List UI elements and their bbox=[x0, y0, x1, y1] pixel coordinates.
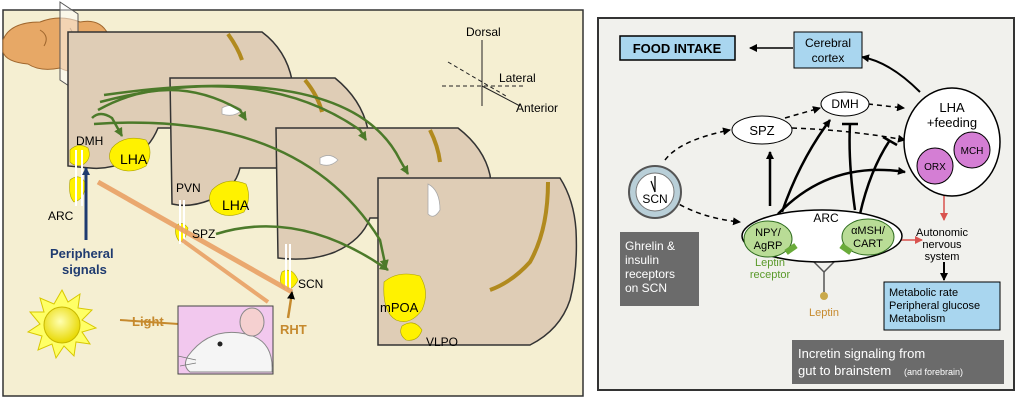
label-rht: RHT bbox=[280, 322, 307, 337]
incretin-line-2: gut to brainstem bbox=[798, 363, 891, 378]
autonomic-line-3: system bbox=[925, 251, 960, 263]
leptin-dot bbox=[820, 292, 828, 300]
orx-node bbox=[916, 147, 954, 185]
lha-label-line-2: +feeding bbox=[927, 115, 977, 130]
scn-clock-icon bbox=[628, 165, 682, 219]
incretin-box bbox=[792, 340, 1004, 384]
orx-label: ORX bbox=[924, 162, 946, 173]
dmh-node bbox=[820, 91, 870, 117]
spz-node bbox=[731, 115, 793, 145]
cerebral-cortex-line-2: cortex bbox=[812, 51, 845, 65]
rht-path-lower bbox=[180, 238, 270, 304]
spz-label: SPZ bbox=[749, 123, 774, 138]
ghrelin-line-4: on SCN bbox=[625, 281, 667, 295]
mch-label: MCH bbox=[961, 146, 984, 157]
npy-agrp-node bbox=[743, 220, 793, 258]
amsh-cart-line-1: αMSH/ bbox=[851, 225, 886, 237]
label-pvn: PVN bbox=[176, 181, 201, 195]
metabolic-box bbox=[883, 281, 1001, 331]
leptin-receptor-line-2: receptor bbox=[750, 269, 791, 281]
leptin-label: Leptin bbox=[809, 307, 839, 319]
ghrelin-line-3: receptors bbox=[625, 267, 675, 281]
axes-compass bbox=[442, 40, 524, 107]
arc-label: ARC bbox=[813, 211, 839, 225]
peripheral-signals-line-2: signals bbox=[62, 262, 107, 277]
right-arrows bbox=[664, 44, 948, 292]
metabolic-line-1: Metabolic rate bbox=[889, 287, 958, 299]
incretin-line-3: (and forebrain) bbox=[904, 367, 963, 377]
label-light: Light bbox=[132, 314, 164, 329]
green-arrows bbox=[91, 84, 410, 272]
axis-dorsal: Dorsal bbox=[466, 25, 501, 39]
ghrelin-line-1: Ghrelin & bbox=[625, 239, 675, 253]
axis-lateral: Lateral bbox=[499, 71, 536, 85]
ghrelin-line-2: insulin bbox=[625, 253, 659, 267]
scn-label: SCN bbox=[642, 192, 667, 206]
peripheral-signals-line-1: Peripheral bbox=[50, 246, 114, 261]
cerebral-cortex-box bbox=[793, 31, 863, 69]
metabolic-line-2: Peripheral glucose bbox=[889, 300, 980, 312]
incretin-line-1: Incretin signaling from bbox=[798, 346, 925, 361]
label-lha-1: LHA bbox=[120, 151, 148, 167]
axis-anterior: Anterior bbox=[516, 101, 558, 115]
leptin-receptor-right bbox=[839, 243, 853, 255]
rht-path bbox=[96, 179, 294, 295]
label-dmh: DMH bbox=[76, 134, 103, 148]
ventricles bbox=[75, 150, 291, 290]
label-lha-2: LHA bbox=[222, 197, 250, 213]
label-vlpo: VLPO bbox=[426, 335, 458, 349]
food-intake-box bbox=[619, 35, 736, 61]
label-spz: SPZ bbox=[192, 227, 215, 241]
label-scn: SCN bbox=[298, 277, 323, 291]
leptin-receptor-left bbox=[784, 243, 798, 255]
label-arc: ARC bbox=[48, 209, 74, 223]
metabolic-line-3: Metabolism bbox=[889, 313, 945, 325]
npy-agrp-line-2: AgRP bbox=[754, 240, 783, 252]
autonomic-line-2: nervous bbox=[922, 239, 962, 251]
cerebral-cortex-line-1: Cerebral bbox=[805, 36, 851, 50]
ghrelin-box bbox=[620, 232, 699, 306]
food-intake-label: FOOD INTAKE bbox=[633, 41, 722, 56]
sun-icon bbox=[26, 288, 98, 360]
amsh-cart-node bbox=[841, 218, 895, 256]
npy-agrp-line-1: NPY/ bbox=[755, 227, 782, 239]
leptin-receptor-line-1: Leptin bbox=[755, 257, 785, 269]
lha-label-line-1: LHA bbox=[939, 100, 965, 115]
autonomic-line-1: Autonomic bbox=[916, 227, 968, 239]
mch-node bbox=[953, 131, 991, 169]
rht-arrow bbox=[286, 291, 295, 319]
label-mpoa: mPOA bbox=[380, 300, 419, 315]
slice-4 bbox=[377, 177, 578, 346]
mouse-icon bbox=[177, 305, 274, 375]
amsh-cart-line-2: CART bbox=[853, 238, 883, 250]
dmh-label: DMH bbox=[831, 97, 858, 111]
